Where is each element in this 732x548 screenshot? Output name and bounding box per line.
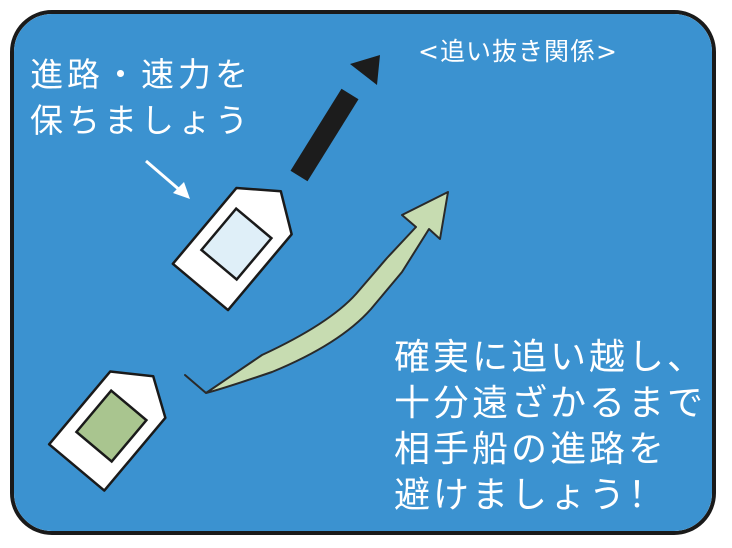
diagram-panel bbox=[10, 10, 716, 535]
avoid-note-line: 確実に追い越し、 bbox=[394, 337, 707, 378]
diagram-title: <追い抜き関係> bbox=[418, 37, 618, 66]
diagram-scene bbox=[14, 14, 712, 531]
keep-course-note-line: 保ちましょう bbox=[30, 101, 252, 140]
keep-course-note: 進路・速力を 保ちましょう bbox=[30, 52, 252, 144]
avoid-note-line: 相手船の進路を bbox=[394, 429, 668, 470]
avoid-note-line: 避けましょう！ bbox=[394, 475, 668, 516]
overtaking-path-icon bbox=[184, 191, 449, 394]
pointer-arrow-icon bbox=[145, 159, 190, 199]
rear-boat-cabin bbox=[74, 388, 149, 464]
course-arrow-icon bbox=[290, 55, 380, 182]
keep-course-note-line: 進路・速力を bbox=[30, 55, 252, 94]
avoid-note-line: 十分遠ざかるまで bbox=[394, 383, 707, 424]
front-boat bbox=[171, 186, 293, 312]
avoid-note: 確実に追い越し、 十分遠ざかるまで 相手船の進路を 避けましょう！ bbox=[394, 335, 706, 519]
front-boat-cabin bbox=[199, 206, 274, 282]
rear-boat bbox=[47, 370, 167, 492]
